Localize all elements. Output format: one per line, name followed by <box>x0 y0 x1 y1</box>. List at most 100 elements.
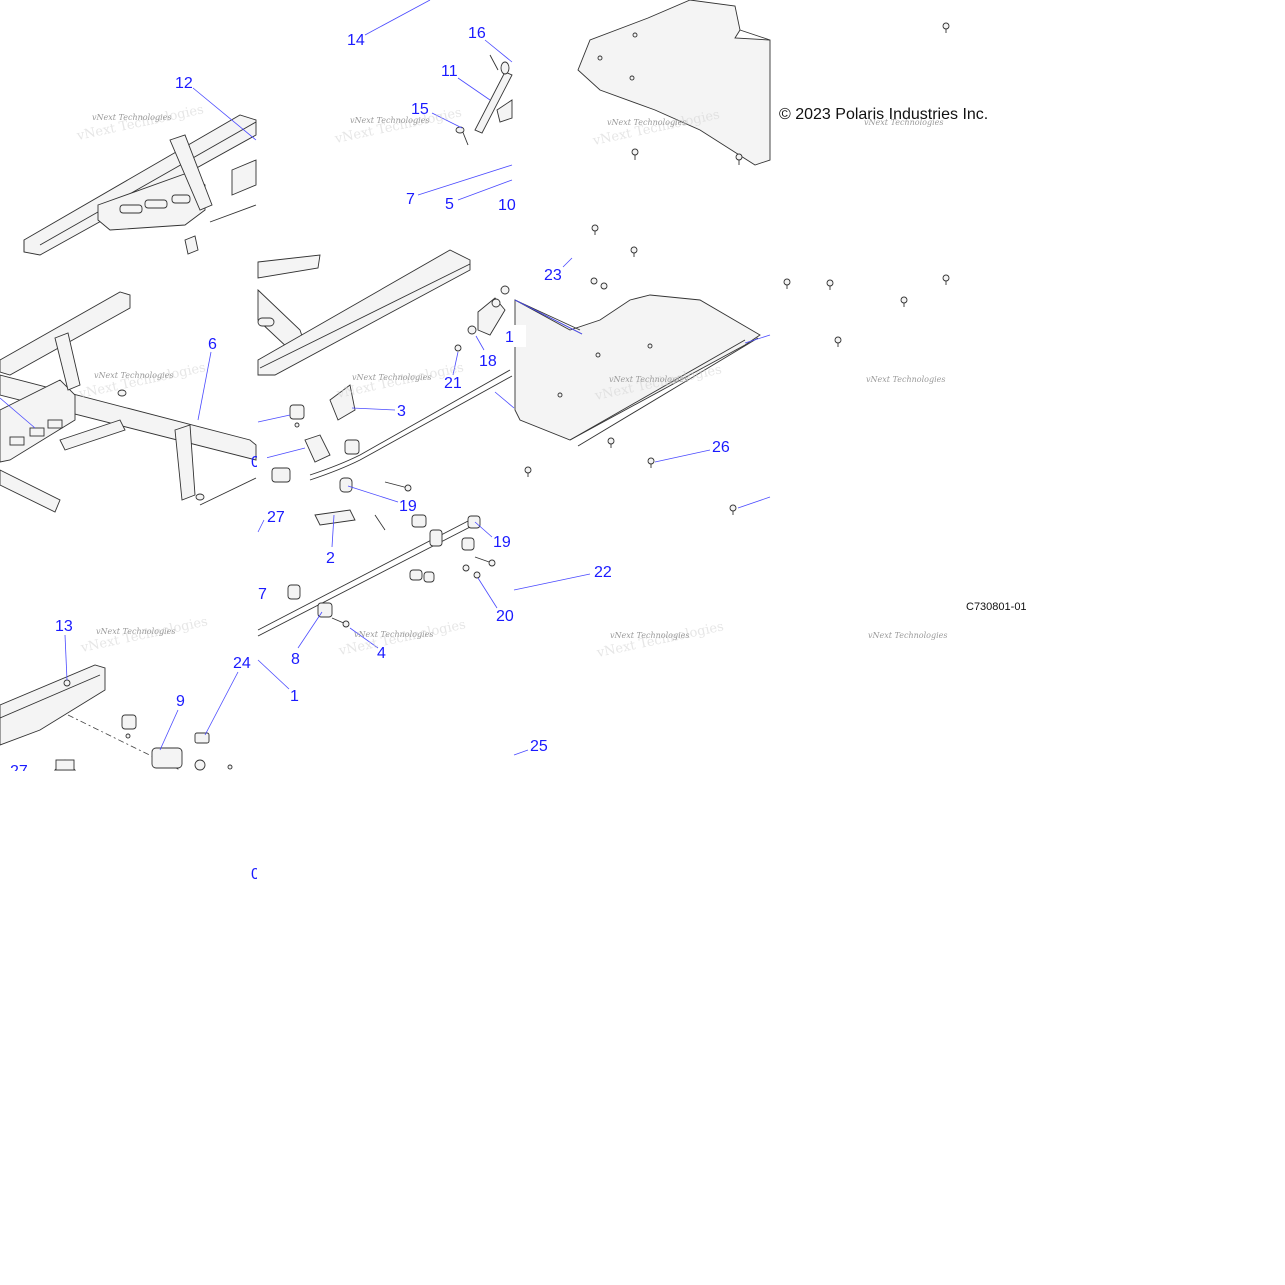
callout-16: 16 <box>468 25 486 42</box>
screw <box>826 279 834 290</box>
watermark: vNext Technologies <box>77 360 207 402</box>
edge-mask <box>257 866 267 886</box>
watermark: vNext Technologies <box>350 116 429 125</box>
callout-7-lower: 7 <box>258 586 267 603</box>
callout-1: 1 <box>290 688 299 705</box>
watermark: vNext Technologies <box>333 105 463 147</box>
clamp <box>344 439 360 455</box>
edge-mask <box>0 771 1285 851</box>
bushing <box>339 477 353 493</box>
callout-21: 21 <box>444 375 462 392</box>
sleeve <box>151 747 183 769</box>
screw <box>729 504 737 515</box>
callout-4: 4 <box>377 645 386 662</box>
nut <box>454 344 462 352</box>
watermark: vNext Technologies <box>96 627 175 636</box>
seat-pan-panel <box>577 0 771 166</box>
bushing <box>409 569 423 581</box>
screw <box>631 148 639 160</box>
screw-set <box>783 274 950 347</box>
watermark: vNext Technologies <box>866 375 945 384</box>
hinge-block <box>477 285 510 336</box>
callout-6: 6 <box>208 336 217 353</box>
rear-frame-section <box>0 664 233 771</box>
screw <box>630 246 638 257</box>
watermark: vNext Technologies <box>92 113 171 122</box>
watermark: vNext Technologies <box>595 619 725 661</box>
screw <box>125 733 131 739</box>
callout-15: 15 <box>411 101 429 118</box>
edge-mask <box>257 455 267 475</box>
cross-member-and-brackets <box>257 249 513 493</box>
watermark: vNext Technologies <box>864 118 943 127</box>
callout-0-bottom: 0 <box>251 866 260 883</box>
callout-7: 7 <box>406 191 415 208</box>
screw <box>735 153 743 165</box>
bushing <box>461 537 475 551</box>
callout-5: 5 <box>445 196 454 213</box>
screw <box>524 466 532 477</box>
watermark: vNext Technologies <box>607 118 686 127</box>
callout-26: 26 <box>712 439 730 456</box>
callout-20: 20 <box>496 608 514 625</box>
callout-22: 22 <box>594 564 612 581</box>
nut <box>462 564 470 572</box>
callout-18: 18 <box>479 353 497 370</box>
callout-13: 13 <box>55 618 73 635</box>
washer <box>467 325 477 335</box>
screw <box>783 278 791 289</box>
callout-19: 19 <box>399 498 417 515</box>
clamp <box>317 602 333 618</box>
watermark: vNext Technologies <box>609 375 688 384</box>
edge-mask <box>514 325 526 347</box>
gas-strut-assembly <box>455 54 513 146</box>
callout-1-partial: 1 <box>505 329 514 346</box>
callout-labels: 14 16 11 15 12 7 5 10 23 6 18 21 3 19 2 … <box>10 25 730 883</box>
screw <box>834 336 842 347</box>
screw <box>942 22 950 33</box>
callout-9: 9 <box>176 693 185 710</box>
watermark: vNext Technologies <box>868 631 947 640</box>
callout-14: 14 <box>347 32 365 49</box>
bushing <box>121 714 137 730</box>
callout-23: 23 <box>544 267 562 284</box>
callout-3: 3 <box>397 403 406 420</box>
callout-24: 24 <box>233 655 251 672</box>
callout-19-lower: 19 <box>493 534 511 551</box>
callout-2: 2 <box>326 550 335 567</box>
clamp <box>287 584 301 600</box>
nut <box>63 679 71 687</box>
main-frame <box>0 291 257 513</box>
watermark: vNext Technologies <box>94 371 173 380</box>
clamp <box>411 514 427 528</box>
callout-10: 10 <box>498 197 516 214</box>
bolt <box>331 617 350 628</box>
nut <box>473 571 481 579</box>
screw <box>590 277 598 285</box>
watermark: vNext Technologies <box>610 631 689 640</box>
lower-bar-assembly <box>257 509 496 637</box>
watermark: vNext Technologies <box>352 373 431 382</box>
screw <box>647 457 655 468</box>
screw <box>900 296 908 307</box>
bushing <box>289 404 305 420</box>
screw <box>294 422 300 428</box>
diagram-code: C730801-01 <box>966 601 1027 613</box>
screw <box>591 224 599 235</box>
bracket <box>314 509 356 526</box>
callout-25: 25 <box>530 738 548 755</box>
leader-lines <box>0 0 771 756</box>
callout-12: 12 <box>175 75 193 92</box>
screw <box>227 764 233 770</box>
torsion-bar <box>309 369 513 481</box>
spring <box>194 732 210 744</box>
bushing <box>423 571 435 583</box>
callout-27: 27 <box>267 509 285 526</box>
callout-0-partial: 0 <box>251 454 260 471</box>
bolt <box>384 481 412 492</box>
bracket <box>304 434 331 463</box>
bolt <box>474 556 496 567</box>
callout-8: 8 <box>291 651 300 668</box>
bushing <box>271 467 291 483</box>
